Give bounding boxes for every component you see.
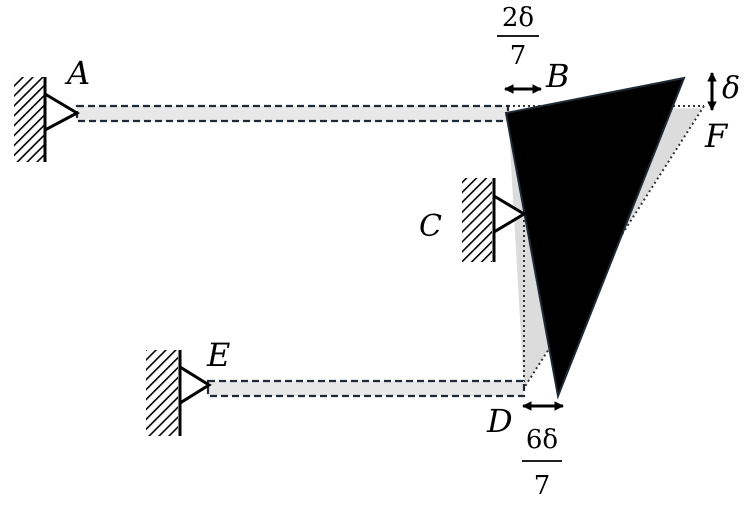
wall-hatch-c	[462, 178, 492, 262]
pin-triangle-a	[43, 91, 81, 133]
label-b: B	[545, 57, 570, 95]
wall-hatch-e	[146, 350, 178, 436]
b-disp-denominator: 7	[510, 41, 527, 71]
label-d: D	[486, 402, 513, 440]
wall-hatch-a	[14, 77, 44, 162]
label-f: F	[704, 117, 729, 155]
b-disp-numerator: 2δ	[502, 3, 534, 33]
pin-support-c	[462, 178, 527, 262]
label-a: A	[64, 54, 90, 92]
bar-ab	[75, 104, 510, 123]
pin-support-a	[14, 77, 81, 162]
label-c: C	[419, 209, 442, 244]
rigid-plate	[504, 76, 686, 400]
label-e: E	[206, 336, 230, 374]
bar-ed	[206, 379, 526, 398]
d-disp-denominator: 7	[534, 471, 551, 501]
undeformed-edge-right	[523, 105, 705, 389]
d-disp-numerator: 6δ	[526, 425, 558, 455]
pin-triangle-e	[178, 364, 212, 406]
pin-support-e	[146, 350, 212, 436]
pin-triangle-c	[492, 193, 527, 235]
f-disp-label: δ	[722, 71, 740, 106]
